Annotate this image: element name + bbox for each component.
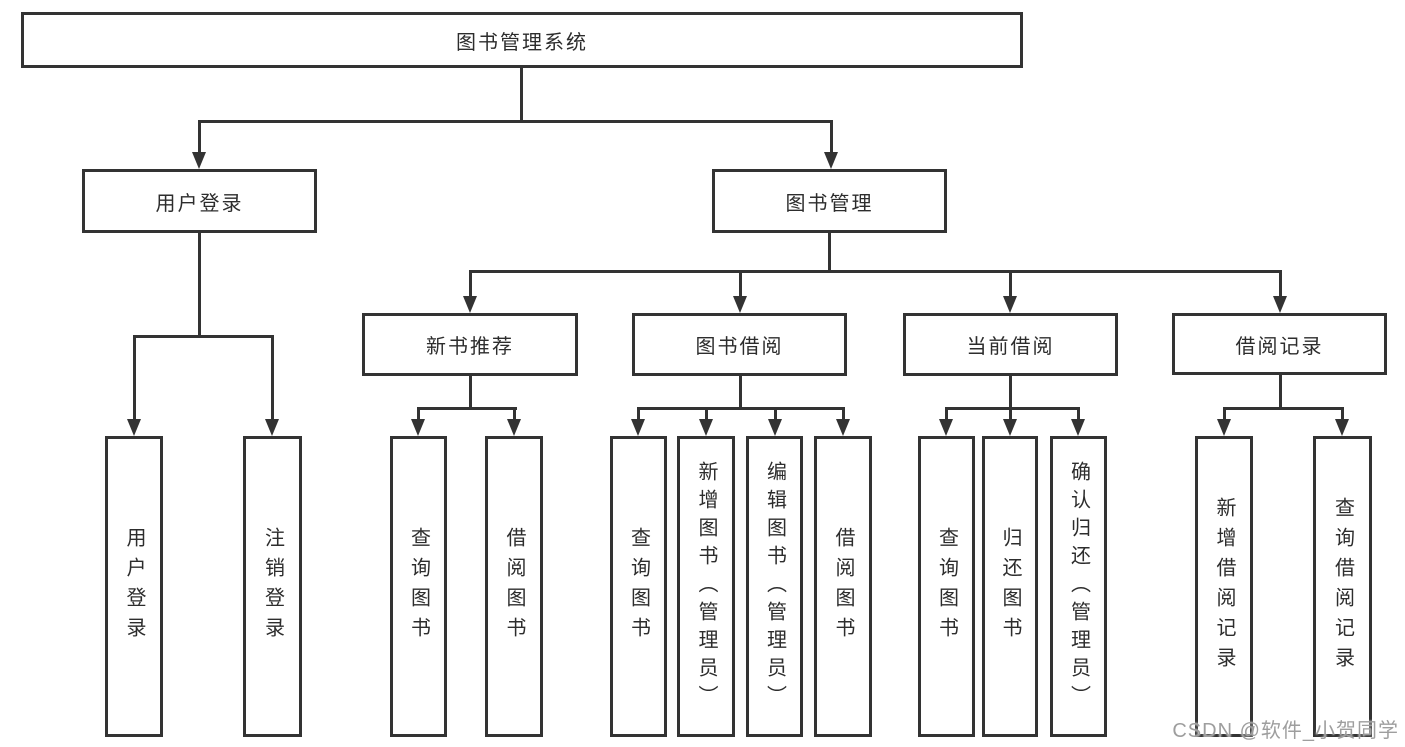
- connector-user-login-stem: [198, 233, 201, 338]
- node-label: 用户登录: [155, 192, 244, 215]
- arrowhead-cur-query-books: [939, 419, 953, 436]
- leaf-label: 编辑图书（管理员）: [763, 460, 786, 713]
- connector-stem-rcd-query-record: [1341, 407, 1344, 421]
- leaf-label: 新增借阅记录: [1213, 496, 1235, 677]
- node-label: 图书管理系统: [456, 31, 588, 54]
- leaf-cur-return-books: 归还图书: [982, 436, 1038, 737]
- node-label: 图书管理: [785, 192, 874, 215]
- connector-stem-current-borrowing: [1009, 270, 1012, 298]
- connector-stem-new-book-recommend: [469, 270, 472, 298]
- arrowhead-current-borrowing: [1003, 296, 1017, 313]
- arrowhead-rcd-query-record: [1335, 419, 1349, 436]
- arrowhead-new-book-recommend: [463, 296, 477, 313]
- node-label: 当前借阅: [966, 336, 1055, 358]
- connector-root-bar: [198, 120, 833, 123]
- connector-stem-cur-query-books: [945, 407, 948, 421]
- connector-borrowing-records-stem: [1279, 375, 1282, 410]
- leaf-label: 确认归还（管理员）: [1067, 460, 1090, 713]
- leaf-label: 查询图书: [935, 526, 958, 647]
- node-label: 借阅记录: [1235, 335, 1324, 358]
- leaf-rec-query-books: 查询图书: [390, 436, 447, 737]
- connector-stem-leaf-logout: [271, 335, 274, 421]
- arrowhead-user-login: [192, 152, 206, 169]
- connector-stem-borrowing-records: [1279, 270, 1282, 298]
- leaf-cur-confirm-return-admin: 确认归还（管理员）: [1050, 436, 1107, 737]
- connector-root-stem: [520, 68, 523, 123]
- connector-stem-cur-return-books: [1009, 407, 1012, 421]
- connector-stem-rec-query-books: [417, 407, 420, 421]
- node-root-library-management-system: 图书管理系统: [21, 12, 1023, 68]
- arrowhead-bor-edit-books: [768, 419, 782, 436]
- connector-stem-bor-query-books: [637, 407, 640, 421]
- connector-book-management-stem: [828, 233, 831, 273]
- connector-stem-bor-add-books: [705, 407, 708, 421]
- arrowhead-book-management: [824, 152, 838, 169]
- leaf-bor-edit-books-admin: 编辑图书（管理员）: [746, 436, 803, 737]
- connector-current-borrowing-bar: [945, 407, 1080, 410]
- leaf-bor-add-books-admin: 新增图书（管理员）: [677, 436, 735, 737]
- connector-borrowing-records-bar: [1223, 407, 1344, 410]
- arrowhead-rec-borrow-books: [507, 419, 521, 436]
- connector-book-borrowing-bar: [637, 407, 845, 410]
- arrowhead-bor-borrow-books: [836, 419, 850, 436]
- connector-new-book-recommend-bar: [417, 407, 517, 410]
- arrowhead-rcd-add-record: [1217, 419, 1231, 436]
- node-new-book-recommend: 新书推荐: [362, 313, 578, 376]
- connector-book-borrowing-stem: [739, 376, 742, 410]
- connector-stem-user-login: [198, 120, 201, 154]
- connector-stem-cur-confirm-return: [1077, 407, 1080, 421]
- connector-book-management-bar: [469, 270, 1282, 273]
- connector-new-book-recommend-stem: [469, 376, 472, 410]
- connector-stem-bor-edit-books: [774, 407, 777, 421]
- node-book-management: 图书管理: [712, 169, 947, 233]
- node-label: 新书推荐: [426, 336, 514, 358]
- leaf-label: 新增图书（管理员）: [695, 460, 717, 713]
- leaf-label: 查询图书: [407, 526, 430, 647]
- leaf-label: 借阅图书: [832, 526, 854, 647]
- arrowhead-book-borrowing: [733, 296, 747, 313]
- leaf-rcd-add-borrow-record: 新增借阅记录: [1195, 436, 1253, 737]
- leaf-logout: 注销登录: [243, 436, 302, 737]
- connector-stem-book-borrowing: [739, 270, 742, 298]
- arrowhead-cur-return-books: [1003, 419, 1017, 436]
- arrowhead-rec-query-books: [411, 419, 425, 436]
- leaf-label: 注销登录: [261, 526, 284, 647]
- leaf-bor-query-books: 查询图书: [610, 436, 667, 737]
- leaf-label: 借阅图书: [503, 526, 525, 647]
- node-label: 图书借阅: [695, 336, 784, 358]
- arrowhead-leaf-logout: [265, 419, 279, 436]
- node-user-login: 用户登录: [82, 169, 317, 233]
- node-borrowing-records: 借阅记录: [1172, 313, 1387, 375]
- node-current-borrowing: 当前借阅: [903, 313, 1118, 376]
- connector-stem-book-management: [830, 120, 833, 154]
- leaf-rcd-query-borrow-record: 查询借阅记录: [1313, 436, 1372, 737]
- node-book-borrowing: 图书借阅: [632, 313, 847, 376]
- leaf-cur-query-books: 查询图书: [918, 436, 975, 737]
- connector-user-login-bar: [133, 335, 274, 338]
- csdn-watermark: CSDN @软件_小贺同学: [1172, 720, 1399, 742]
- arrowhead-cur-confirm-return: [1071, 419, 1085, 436]
- leaf-label: 查询图书: [627, 526, 650, 647]
- connector-stem-bor-borrow-books: [842, 407, 845, 421]
- leaf-user-login: 用户登录: [105, 436, 163, 737]
- arrowhead-bor-add-books: [699, 419, 713, 436]
- connector-stem-rec-borrow-books: [513, 407, 516, 421]
- arrowhead-bor-query-books: [631, 419, 645, 436]
- arrowhead-leaf-user-login: [127, 419, 141, 436]
- connector-stem-leaf-user-login: [133, 335, 136, 421]
- leaf-label: 归还图书: [999, 526, 1021, 647]
- connector-stem-rcd-add-record: [1223, 407, 1226, 421]
- leaf-rec-borrow-books: 借阅图书: [485, 436, 543, 737]
- connector-current-borrowing-stem: [1009, 376, 1012, 410]
- arrowhead-borrowing-records: [1273, 296, 1287, 313]
- leaf-label: 查询借阅记录: [1331, 496, 1354, 677]
- leaf-label: 用户登录: [123, 526, 145, 647]
- leaf-bor-borrow-books: 借阅图书: [814, 436, 872, 737]
